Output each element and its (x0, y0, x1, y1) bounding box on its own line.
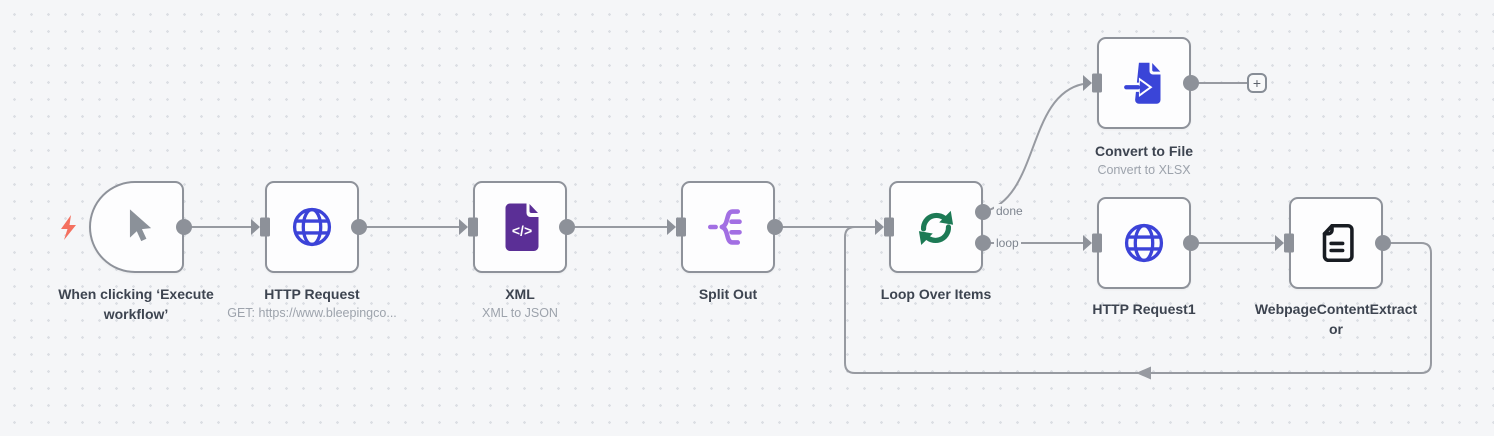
node-subtitle-http-request: GET: https://www.bleepingco... (227, 306, 397, 320)
port-label-loop: loop (994, 236, 1021, 251)
cursor-icon (129, 209, 151, 242)
node-label-split-out: Split Out (698, 286, 758, 302)
node-subtitle-convert-to-file: Convert to XLSX (1097, 163, 1191, 177)
node-label-http-request: HTTP Request (264, 286, 360, 302)
node-convert-to-file[interactable] (1097, 37, 1191, 129)
node-label-convert-to-file: Convert to File (1094, 143, 1193, 159)
split-icon (708, 209, 742, 245)
node-when-clicking-execute-workflow[interactable] (89, 181, 184, 273)
port-label-done: done (994, 204, 1025, 219)
plus-icon: + (1252, 75, 1262, 91)
node-label-http-request1: HTTP Request1 (1092, 301, 1196, 317)
node-http-request[interactable] (265, 181, 359, 273)
node-subtitle-xml: XML to JSON (482, 306, 558, 320)
xml-file-icon: </> (505, 203, 538, 251)
lightning-bolt-icon (61, 215, 76, 240)
globe-icon (1124, 223, 1164, 263)
loopback-arrow-icon (1136, 366, 1151, 380)
node-label-xml: XML (505, 286, 535, 302)
node-http-request1[interactable] (1097, 197, 1191, 289)
node-label-webpage-content-extractor: WebpageContentExtractor (1254, 301, 1418, 337)
file-import-icon (1122, 62, 1161, 104)
add-node-button[interactable]: + (1247, 73, 1267, 93)
node-xml[interactable]: </> (473, 181, 567, 273)
document-icon (1322, 223, 1354, 263)
node-webpage-content-extractor[interactable] (1289, 197, 1383, 289)
globe-icon (292, 207, 332, 247)
node-loop-over-items[interactable] (889, 181, 983, 273)
node-split-out[interactable] (681, 181, 775, 273)
node-label-trigger: When clicking ‘Execute workflow’ (58, 286, 214, 322)
sync-icon (918, 210, 954, 245)
xml-glyph: </> (511, 223, 531, 239)
node-label-loop-over-items: Loop Over Items (880, 286, 992, 302)
